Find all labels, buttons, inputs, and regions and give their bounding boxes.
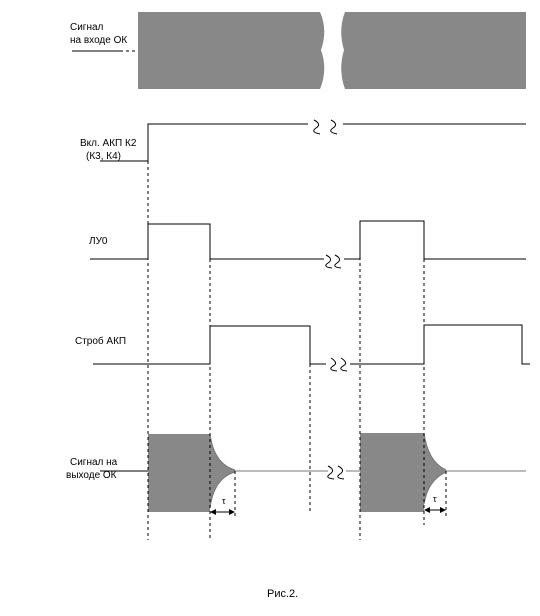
- tau-marker-2: τ: [424, 494, 446, 513]
- strobe-trace: [93, 324, 530, 372]
- akp-on-trace: [100, 119, 526, 162]
- label-akp-on-line2: (К3, К4): [86, 151, 121, 162]
- tau-label-1: τ: [222, 496, 226, 506]
- tau-marker-1: τ: [210, 496, 235, 515]
- label-lu0: ЛУ0: [89, 236, 108, 247]
- output-signal-trace: [100, 432, 526, 512]
- label-output-signal-line2: выходе ОК: [66, 470, 117, 481]
- figure-caption: Рис.2.: [267, 588, 298, 600]
- lu0-trace: [90, 220, 526, 269]
- label-akp-on-line1: Вкл. АКП К2: [80, 138, 137, 149]
- label-input-signal-line1: Сигнал: [70, 22, 104, 33]
- time-guide-lines: [147, 161, 447, 540]
- label-input-signal-line2: на входе ОК: [70, 35, 127, 46]
- label-output-signal-line1: Сигнал на: [70, 457, 118, 468]
- label-strobe: Строб АКП: [75, 335, 126, 347]
- tau-label-2: τ: [433, 494, 437, 504]
- input-signal-trace: [72, 12, 526, 89]
